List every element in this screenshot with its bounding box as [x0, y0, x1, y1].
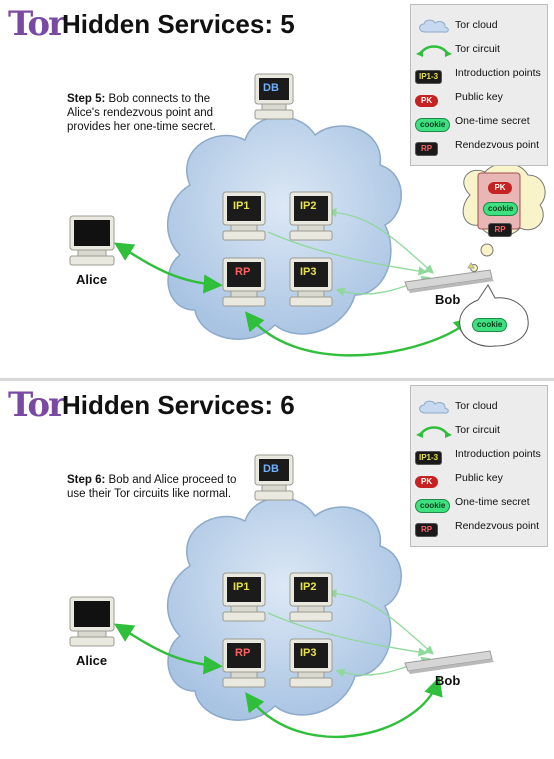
rp-node [222, 257, 266, 307]
legend: Tor cloud Tor circuit IP1-3 Introduction… [410, 4, 548, 166]
legend-item: cookie One-time secret [411, 492, 547, 514]
db-label: DB [263, 463, 279, 475]
alice-rp-circuit [113, 623, 223, 675]
legend-item: Tor cloud [411, 396, 547, 418]
db-node [254, 454, 294, 501]
step-text: Bob and Alice proceed to use their Tor c… [67, 474, 237, 500]
diagram-canvas [69, 454, 494, 739]
bob-rp-circuit [245, 676, 443, 739]
cloud-icon [419, 400, 449, 414]
pk-badge: PK [415, 95, 439, 107]
legend: Tor cloud Tor circuit IP1-3 Introduction… [410, 385, 548, 547]
db-label: DB [263, 82, 279, 94]
ip-badge: IP1-3 [415, 451, 443, 465]
ip3-node [289, 638, 333, 688]
cookie-badge: cookie [415, 118, 451, 132]
legend-item: PK Public key [411, 468, 547, 490]
ip-badge: IP1-3 [415, 70, 443, 84]
page-title: Hidden Services: 5 [62, 9, 295, 39]
ip2-node [289, 572, 333, 622]
legend-item: IP1-3 Introduction points [411, 444, 547, 466]
ip3-label: IP3 [300, 647, 317, 659]
rp-badge: RP [488, 223, 512, 237]
thought-badges: PK cookie RP [483, 177, 519, 237]
alice-computer-icon [69, 596, 115, 647]
alice-label: Alice [76, 272, 108, 287]
rp-node [222, 638, 266, 688]
legend-item: RP Rendezvous point [411, 135, 547, 157]
tor-cloud-icon [166, 497, 402, 721]
alice-label: Alice [76, 653, 108, 668]
alice-computer-icon [69, 215, 115, 266]
cookie-badge: cookie [472, 318, 508, 332]
legend-item: Tor circuit [411, 420, 547, 442]
panel-step-6: Tor Hidden Services: 6 Step 6: Bob and A… [0, 381, 554, 759]
page-title: Hidden Services: 6 [62, 390, 295, 420]
bob-laptop-icon [404, 650, 494, 674]
legend-item: RP Rendezvous point [411, 516, 547, 538]
bob-label: Bob [435, 673, 461, 688]
bob-laptop-icon [404, 269, 494, 293]
pk-badge: PK [488, 182, 512, 194]
ip1-label: IP1 [233, 581, 250, 593]
legend-item: IP1-3 Introduction points [411, 63, 547, 85]
step-description: Step 5: Bob connects to the Alice's rend… [67, 92, 242, 134]
puff-icon [467, 262, 475, 269]
step-label: Step 6: [67, 474, 106, 486]
legend-item: Tor circuit [411, 39, 547, 61]
ip2-circuit [327, 207, 434, 274]
bob-rp-circuit [244, 311, 474, 357]
cookie-badge: cookie [415, 499, 451, 513]
ip1-node [222, 191, 266, 241]
bob-label: Bob [435, 292, 461, 307]
panel-step-5: Tor Hidden Services: 5 Step 5: Bob conne… [0, 0, 554, 378]
legend-item: PK Public key [411, 87, 547, 109]
ip2-node [289, 191, 333, 241]
step-label: Step 5: [67, 93, 106, 105]
cloud-icon [419, 19, 449, 33]
legend-item: cookie One-time secret [411, 111, 547, 133]
ip2-label: IP2 [300, 200, 317, 212]
rp-label: RP [235, 266, 251, 278]
cookie-badge: cookie [483, 202, 519, 216]
step-text: Bob connects to the Alice's rendezvous p… [67, 93, 216, 133]
rp-badge: RP [415, 142, 439, 156]
circuit-arrow-icon [416, 426, 452, 438]
tor-cloud-icon [166, 116, 402, 340]
rp-label: RP [235, 647, 251, 659]
ip3-label: IP3 [300, 266, 317, 278]
panel-divider [0, 378, 554, 381]
db-node [254, 73, 294, 120]
ip1-label: IP1 [233, 200, 250, 212]
circuit-arrow-icon [416, 45, 452, 57]
legend-item: Tor cloud [411, 15, 547, 37]
tor-logo: Tor [8, 385, 66, 425]
ip1-node [222, 572, 266, 622]
ip2-circuit [327, 588, 434, 655]
step-description: Step 6: Bob and Alice proceed to use the… [67, 473, 242, 501]
speech-cookie: cookie [472, 314, 508, 332]
pk-badge: PK [415, 476, 439, 488]
ip2-label: IP2 [300, 581, 317, 593]
ip3-node [289, 257, 333, 307]
rp-badge: RP [415, 523, 439, 537]
tor-logo: Tor [8, 4, 66, 44]
alice-rp-circuit [113, 242, 223, 294]
